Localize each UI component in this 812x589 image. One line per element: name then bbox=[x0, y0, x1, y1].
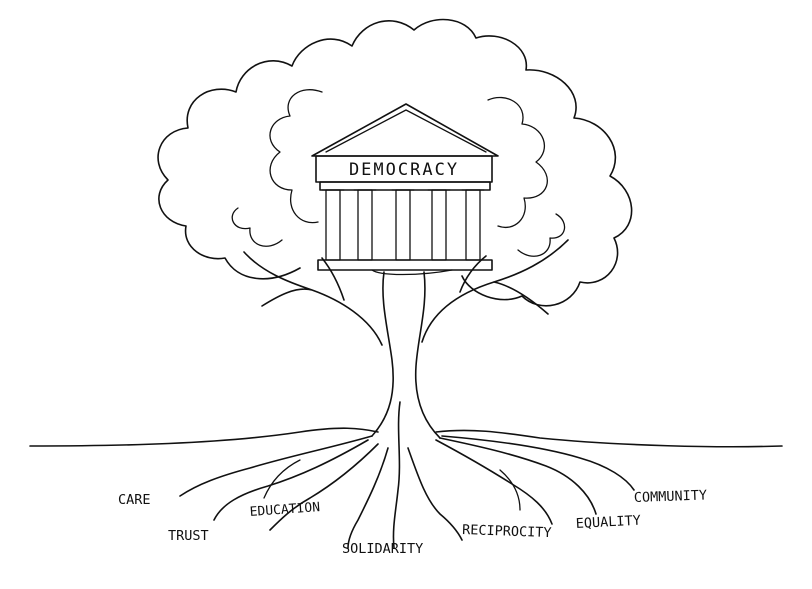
tree-roots bbox=[179, 401, 635, 549]
root-label-education: EDUCATION bbox=[249, 500, 320, 520]
canopy-detail-right-2 bbox=[517, 213, 566, 257]
root-label-care: CARE bbox=[118, 492, 151, 508]
temple-base bbox=[317, 259, 493, 271]
tree-canopy bbox=[157, 18, 633, 307]
canopy-detail-left-2 bbox=[231, 207, 283, 247]
root-label-reciprocity: RECIPROCITY bbox=[462, 522, 552, 541]
root-label-trust: TRUST bbox=[168, 528, 209, 544]
canopy-detail-left bbox=[269, 89, 323, 224]
temple-label: DEMOCRACY bbox=[349, 160, 459, 180]
ground-line bbox=[29, 427, 783, 448]
root-label-solidarity: SOLIDARITY bbox=[342, 541, 423, 557]
branch-left bbox=[243, 251, 383, 346]
root-label-community: COMMUNITY bbox=[634, 487, 708, 506]
canopy-detail-right bbox=[487, 96, 548, 228]
root-labels: CARE TRUST EDUCATION SOLIDARITY RECIPROC… bbox=[118, 487, 707, 557]
temple-pediment bbox=[311, 103, 499, 157]
democracy-temple: DEMOCRACY bbox=[311, 103, 499, 276]
tree-trunk bbox=[371, 271, 441, 439]
branch-right bbox=[421, 239, 569, 343]
root-label-equality: EQUALITY bbox=[575, 513, 641, 532]
temple-columns bbox=[321, 189, 485, 261]
